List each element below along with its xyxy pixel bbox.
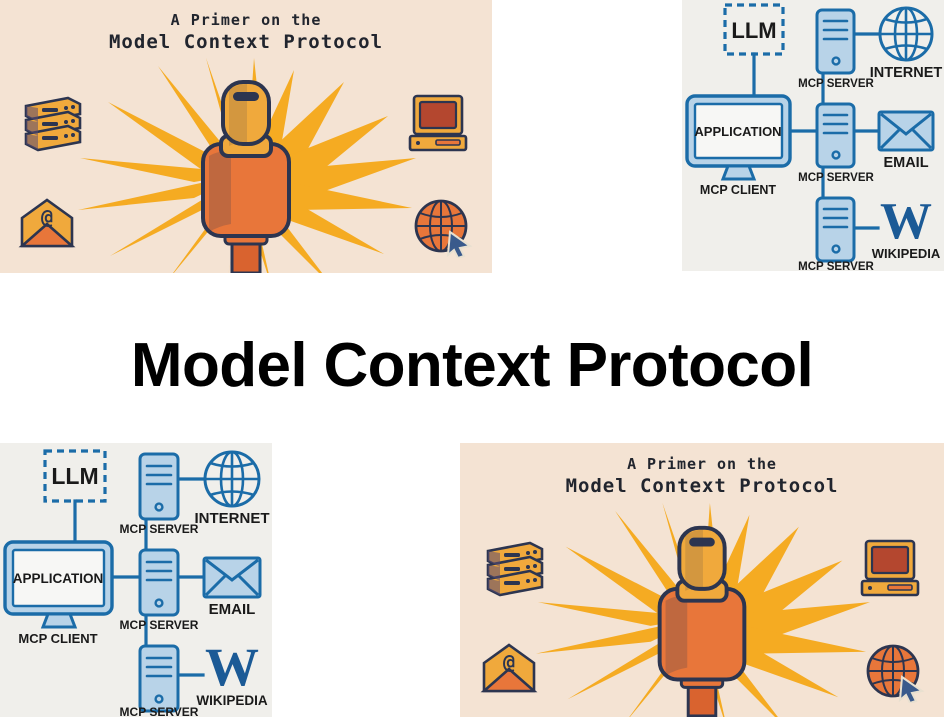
svg-text:MCP SERVER: MCP SERVER (798, 172, 874, 184)
wikipedia-w-icon: W WIKIPEDIA (196, 637, 268, 708)
globe-icon: INTERNET (870, 6, 943, 81)
globe-icon: INTERNET (195, 450, 270, 527)
mcp-client-node: APPLICATION MCP CLIENT (685, 94, 792, 197)
globe-cursor-icon (412, 196, 474, 258)
svg-text:@: @ (41, 205, 53, 229)
mcp-server-node-3: MCP SERVER (798, 196, 875, 271)
svg-text:INTERNET: INTERNET (195, 510, 270, 527)
svg-text:MCP SERVER: MCP SERVER (120, 705, 199, 717)
email-envelope-icon: @ (478, 643, 540, 695)
mcp-server-node-2: MCP SERVER (120, 548, 199, 632)
page-title: Model Context Protocol (130, 331, 814, 400)
email-envelope-icon: @ (16, 198, 78, 250)
llm-node: LLM (43, 449, 107, 503)
primer-title-line2-br: Model Context Protocol (565, 475, 839, 498)
svg-text:LLM: LLM (731, 18, 776, 43)
svg-text:INTERNET: INTERNET (870, 65, 943, 81)
primer-title-line1: A Primer on the (170, 11, 322, 29)
svg-text:MCP SERVER: MCP SERVER (798, 78, 874, 90)
mcp-architecture-diagram-top-right: LLM APPLICATION MCP CLIENT MCP SERVER (682, 0, 944, 271)
mcp-server-node-2: MCP SERVER (798, 102, 875, 184)
usb-c-plug-graphic (636, 511, 768, 717)
diagram-svg-top-right: LLM APPLICATION MCP CLIENT MCP SERVER (685, 3, 943, 271)
envelope-icon: EMAIL (877, 110, 935, 171)
server-rack-icon (482, 533, 548, 599)
wikipedia-w-icon: W WIKIPEDIA (872, 193, 941, 261)
svg-text:LLM: LLM (51, 463, 98, 489)
svg-text:APPLICATION: APPLICATION (694, 124, 781, 139)
desktop-computer-icon (860, 537, 922, 599)
svg-text:@: @ (503, 650, 515, 674)
svg-text:MCP CLIENT: MCP CLIENT (700, 183, 777, 197)
primer-title-line2: Model Context Protocol (108, 31, 384, 54)
svg-text:W: W (880, 193, 932, 250)
envelope-icon: EMAIL (202, 556, 262, 618)
svg-text:MCP SERVER: MCP SERVER (798, 261, 874, 271)
llm-node: LLM (723, 3, 785, 56)
svg-text:APPLICATION: APPLICATION (13, 571, 104, 586)
svg-text:W: W (205, 637, 259, 697)
primer-title-line1-br: A Primer on the (627, 455, 777, 473)
mcp-server-node-3: MCP SERVER (120, 644, 199, 717)
mcp-client-node: APPLICATION MCP CLIENT (3, 540, 114, 646)
desktop-computer-icon (408, 92, 470, 154)
svg-text:WIKIPEDIA: WIKIPEDIA (196, 693, 268, 708)
svg-text:MCP SERVER: MCP SERVER (120, 618, 199, 632)
primer-title-top-left: A Primer on the Model Context Protocol (0, 11, 492, 55)
svg-text:WIKIPEDIA: WIKIPEDIA (872, 246, 941, 261)
server-rack-icon (20, 88, 86, 154)
mcp-server-node-1: MCP SERVER (120, 452, 199, 536)
globe-cursor-icon (864, 641, 926, 703)
primer-title-bottom-right: A Primer on the Model Context Protocol (460, 455, 944, 499)
primer-illustration-bottom-right: A Primer on the Model Context Protocol (460, 443, 944, 717)
svg-text:MCP SERVER: MCP SERVER (120, 522, 199, 536)
mcp-architecture-diagram-bottom-left: LLM APPLICATION MCP CLIENT MCP SERVER (0, 443, 272, 717)
diagram-svg-bottom-left: LLM APPLICATION MCP CLIENT MCP SERVER (3, 449, 270, 717)
svg-text:EMAIL: EMAIL (883, 155, 928, 171)
primer-illustration-top-left: A Primer on the Model Context Protocol (0, 0, 492, 273)
usb-c-plug-graphic (179, 66, 313, 273)
svg-text:MCP CLIENT: MCP CLIENT (18, 631, 97, 646)
mcp-server-node-1: MCP SERVER (798, 8, 875, 90)
svg-text:EMAIL: EMAIL (209, 601, 256, 618)
